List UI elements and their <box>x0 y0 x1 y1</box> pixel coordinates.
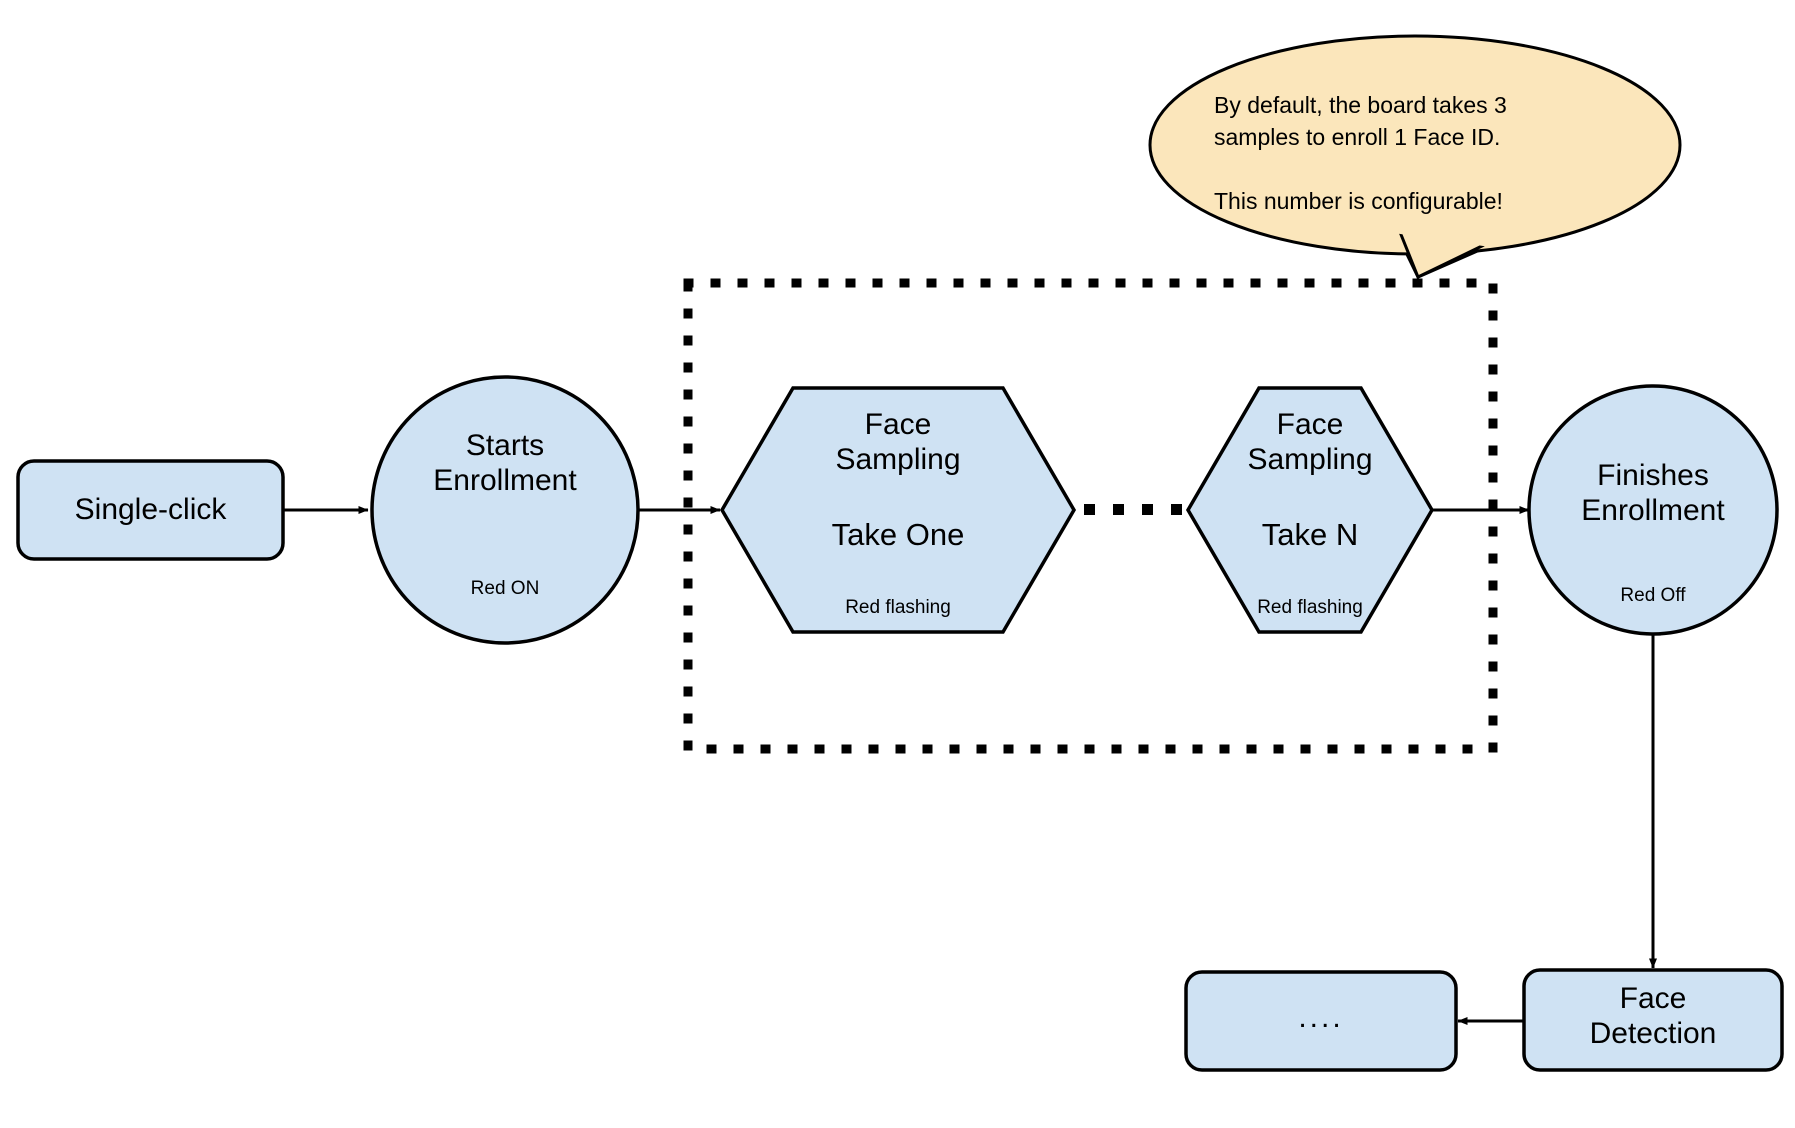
face-sampling-n-shape[interactable] <box>1185 386 1435 634</box>
face-sampling-one-shape[interactable] <box>719 386 1077 634</box>
single-click-shape[interactable] <box>16 459 285 561</box>
callout-bubble <box>1148 34 1682 256</box>
starts-enrollment-shape[interactable] <box>370 375 640 645</box>
face-detection-shape[interactable] <box>1522 968 1784 1072</box>
next-steps-shape[interactable] <box>1184 970 1458 1072</box>
ellipsis-dots-between-samples <box>1084 504 1182 515</box>
finishes-enrollment-shape[interactable] <box>1527 384 1779 636</box>
callout-tail-overlay <box>1398 231 1485 280</box>
callout-tail-seam-mask <box>1396 228 1488 247</box>
sampling-loop-border <box>683 278 1498 754</box>
